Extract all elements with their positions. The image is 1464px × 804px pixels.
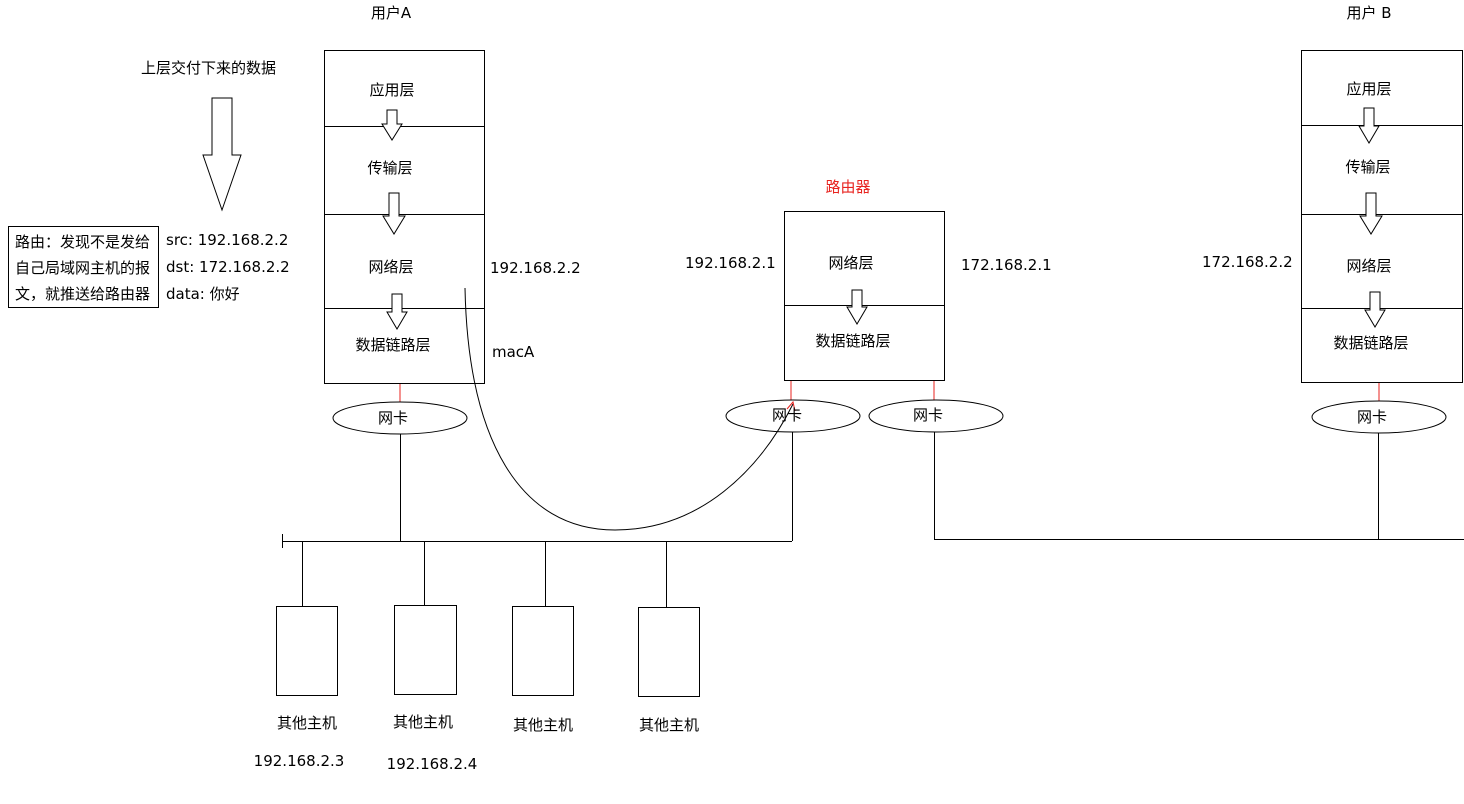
host-box-4	[638, 607, 700, 697]
user-b-layer-network: 网络层	[1346, 257, 1392, 275]
host-1-label: 其他主机	[276, 714, 338, 732]
host-2-ip: 192.168.2.4	[386, 755, 478, 773]
router-ip-left: 192.168.2.1	[685, 254, 776, 272]
host-box-2	[394, 605, 457, 695]
router-title: 路由器	[825, 178, 871, 196]
host-1-ip: 192.168.2.3	[253, 752, 345, 770]
host-2-label: 其他主机	[392, 713, 454, 731]
packet-src: src: 192.168.2.2	[166, 231, 289, 249]
user-a-layer-transport: 传输层	[367, 159, 413, 177]
user-b-ip: 172.168.2.2	[1202, 253, 1293, 271]
upper-layer-note: 上层交付下来的数据	[141, 59, 277, 77]
routing-note-line-1: 路由：发现不是发给	[15, 233, 151, 251]
user-a-layer-app: 应用层	[369, 81, 415, 99]
user-a-title: 用户A	[370, 4, 412, 22]
host-box-1	[276, 606, 338, 696]
user-a-layer-link: 数据链路层	[355, 336, 431, 354]
route-curve	[464, 287, 794, 531]
user-b-layer-transport: 传输层	[1345, 158, 1391, 176]
host-3-label: 其他主机	[512, 716, 574, 734]
router-nic-left-label: 网卡	[771, 406, 803, 424]
packet-dst: dst: 172.168.2.2	[166, 258, 290, 276]
user-b-nic-label: 网卡	[1356, 408, 1388, 426]
user-b-title: 用户 B	[1346, 4, 1392, 22]
user-a-mac: macA	[492, 343, 535, 361]
router-ip-right: 172.168.2.1	[961, 256, 1052, 274]
user-a-ip: 192.168.2.2	[490, 259, 581, 277]
big-down-arrow	[202, 97, 242, 212]
user-b-stack	[1301, 50, 1463, 383]
router-stack	[784, 211, 945, 381]
user-b-layer-app: 应用层	[1346, 80, 1392, 98]
user-a-layer-network: 网络层	[368, 258, 414, 276]
user-a-nic-label: 网卡	[377, 409, 409, 427]
user-a-stack	[324, 50, 485, 384]
routing-note-line-2: 自己局域网主机的报	[15, 259, 151, 277]
routing-note-line-3: 文，就推送给路由器	[15, 285, 151, 303]
packet-data: data: 你好	[166, 285, 240, 303]
host-4-label: 其他主机	[638, 716, 700, 734]
router-layer-link: 数据链路层	[815, 332, 891, 350]
router-layer-network: 网络层	[828, 254, 874, 272]
nic-router-right	[868, 399, 1004, 433]
host-box-3	[512, 606, 574, 696]
router-nic-right-label: 网卡	[912, 406, 944, 424]
user-b-layer-link: 数据链路层	[1333, 334, 1409, 352]
routing-note: 路由：发现不是发给 自己局域网主机的报 文，就推送给路由器	[8, 226, 159, 308]
